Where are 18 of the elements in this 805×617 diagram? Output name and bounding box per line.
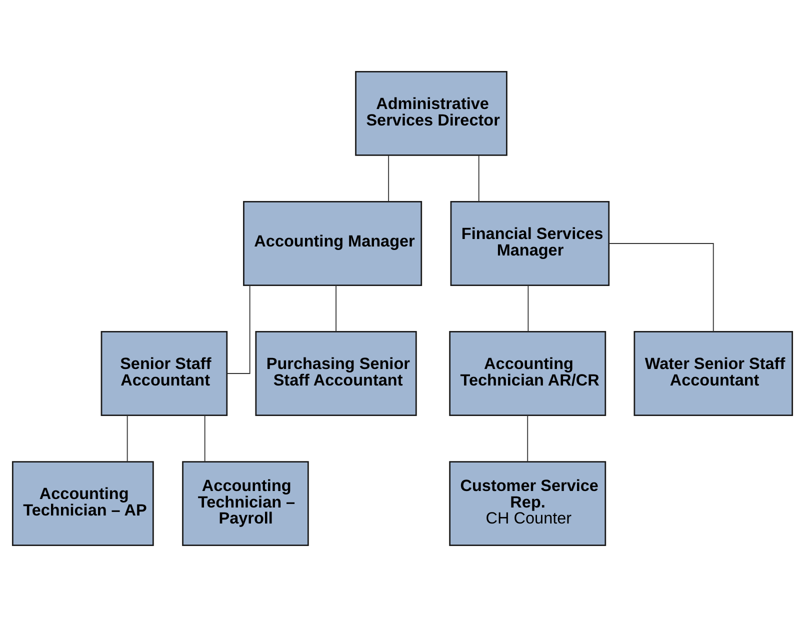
- node-box: Administrative Services Director: [355, 70, 508, 156]
- node-box: Senior Staff Accountant: [100, 331, 228, 416]
- node-box: Accounting Technician – Payroll: [182, 461, 309, 546]
- connector: [388, 154, 390, 202]
- connector: [527, 414, 528, 462]
- node-box: Accounting Technician – AP: [12, 461, 154, 546]
- connector: [608, 243, 714, 332]
- connector: [226, 284, 250, 374]
- node-box: Purchasing Senior Staff Accountant: [255, 331, 417, 416]
- node-box: Financial Services Manager: [450, 200, 610, 286]
- node-box: Accounting Technician AR/CR: [449, 331, 606, 416]
- node-box: Accounting Manager: [243, 200, 422, 286]
- connector: [126, 414, 128, 462]
- node-box: Water Senior Staff Accountant: [634, 331, 794, 416]
- connector: [478, 154, 480, 202]
- connector: [528, 284, 529, 332]
- connector: [204, 414, 206, 462]
- node-box: Customer Service Rep. CH Counter: [449, 461, 606, 546]
